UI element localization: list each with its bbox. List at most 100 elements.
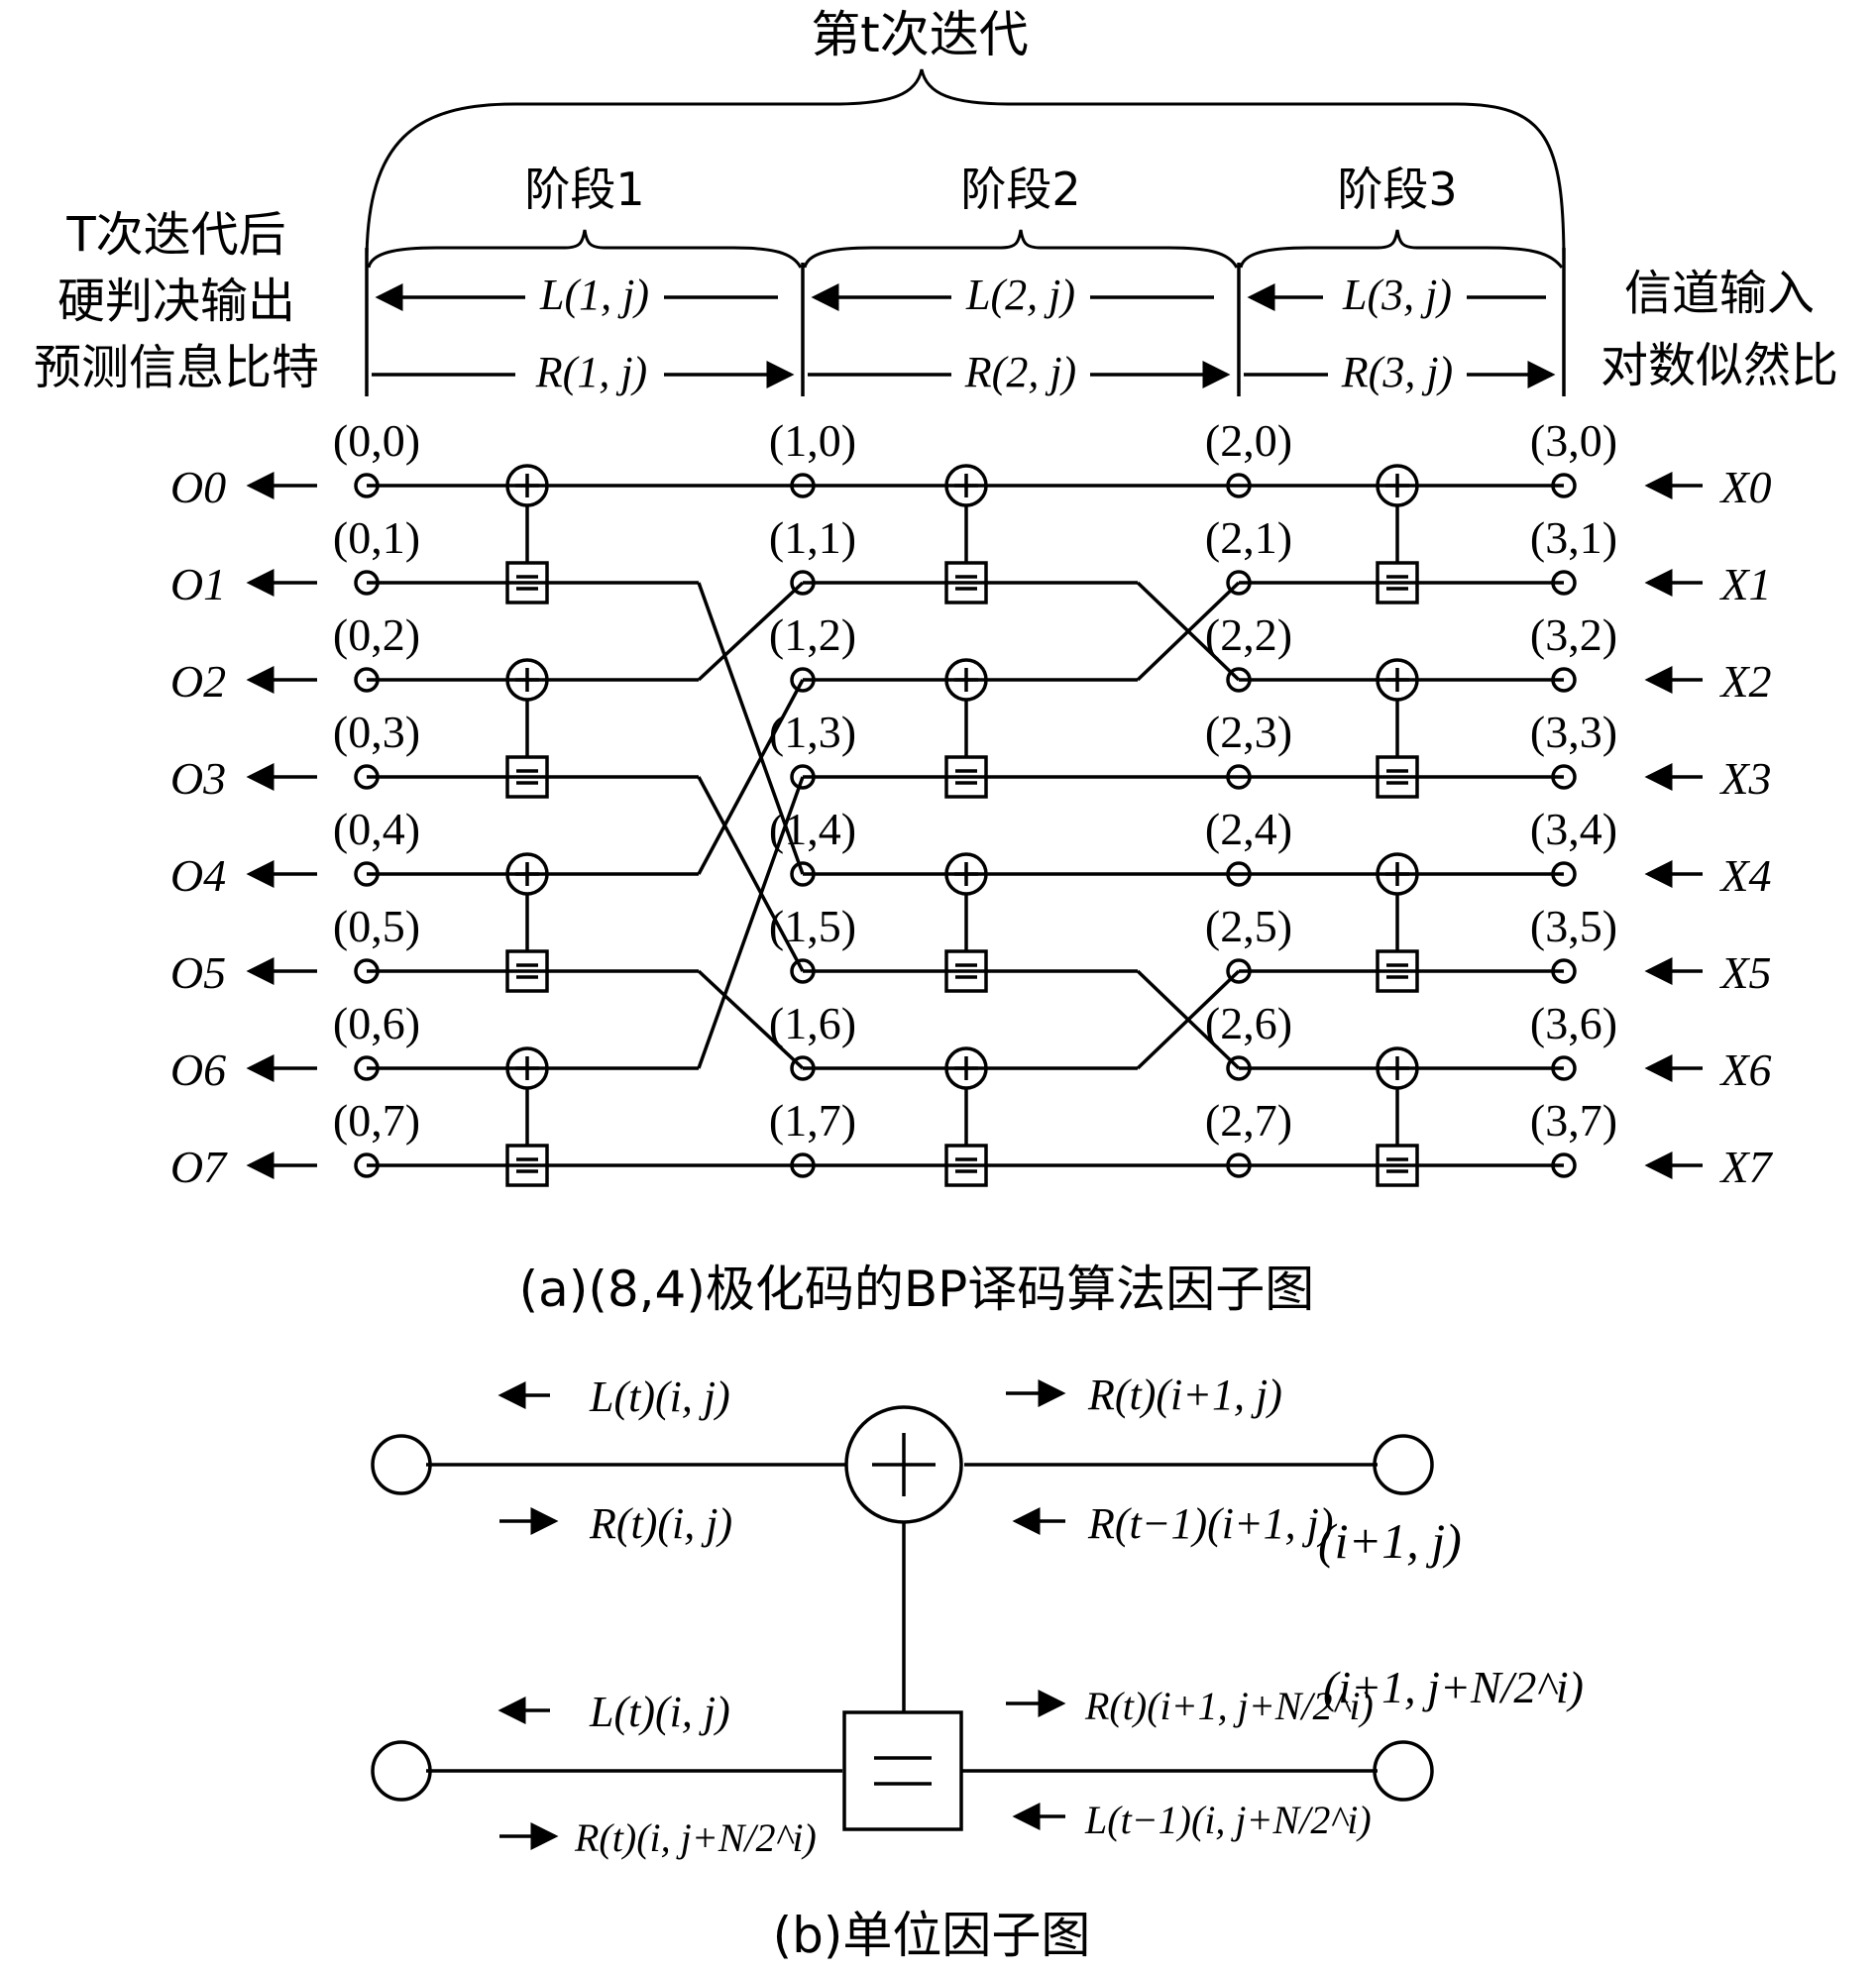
variable-node-0-1 <box>354 570 380 596</box>
variable-node-2-6 <box>1226 1055 1252 1081</box>
unit-node-top-right <box>1373 1434 1434 1495</box>
node-label-1-0: (1,0) <box>769 415 856 466</box>
node-label-2-1: (2,1) <box>1205 512 1292 563</box>
variable-node-0-6 <box>354 1055 380 1081</box>
variable-node-1-5 <box>790 958 816 984</box>
variable-node-3-0 <box>1551 473 1577 498</box>
variable-node-1-4 <box>790 861 816 887</box>
iteration-brace <box>365 68 1566 264</box>
eq-node-0-7 <box>505 1144 549 1187</box>
node-label-2-7: (2,7) <box>1205 1095 1292 1146</box>
node-label-3-5: (3,5) <box>1530 901 1617 951</box>
stage-2-brace <box>803 229 1239 269</box>
input-label-4: X4 <box>1718 850 1771 901</box>
node-label-1-2: (1,2) <box>769 609 856 660</box>
xor-node-2-0 <box>1376 464 1419 507</box>
node-label-3-1: (3,1) <box>1530 512 1617 563</box>
output-label-5: O5 <box>170 947 226 998</box>
variable-node-3-1 <box>1551 570 1577 596</box>
stage-2-link-2 <box>1136 581 1241 682</box>
right-text-line-2: 对数似然比 <box>1600 338 1838 393</box>
xor-node-0-0 <box>505 464 549 507</box>
unit-node-top-left <box>371 1434 432 1495</box>
variable-node-1-0 <box>790 473 816 498</box>
output-label-2: O2 <box>170 656 226 707</box>
output-label-6: O6 <box>170 1044 226 1095</box>
xor-node-1-2 <box>944 658 988 702</box>
node-label-1-5: (1,5) <box>769 901 856 951</box>
eq-node-2-7 <box>1376 1144 1419 1187</box>
node-label-3-3: (3,3) <box>1530 707 1617 757</box>
node-label-2-0: (2,0) <box>1205 415 1292 466</box>
unit-factor-graph: L(t)(i, j) R(t)(i, j) R(t)(i+1, j) R(t−1… <box>371 1371 1584 1860</box>
xor-node-0-6 <box>505 1046 549 1090</box>
left-text-line-2: 硬判决输出 <box>57 274 295 329</box>
caption-a: (a)(8,4)极化码的BP译码算法因子图 <box>519 1261 1315 1318</box>
node-label-0-4: (0,4) <box>333 804 420 854</box>
iteration-label: 第t次迭代 <box>811 6 1029 63</box>
stage-1-link-3 <box>697 776 805 972</box>
xor-node-2-6 <box>1376 1046 1419 1090</box>
stage-1-link-2 <box>697 581 805 682</box>
eq-node-2-5 <box>1376 949 1419 993</box>
stage-1-link-5 <box>697 969 805 1070</box>
input-label-1: X1 <box>1718 559 1771 609</box>
node-label-3-4: (3,4) <box>1530 804 1617 854</box>
variable-node-3-5 <box>1551 958 1577 984</box>
output-label-4: O4 <box>170 850 226 901</box>
eq-node-1-1 <box>944 561 988 604</box>
unit-equality-node <box>842 1710 963 1831</box>
unit-label-bottom-left-L: L(t)(i, j) <box>589 1688 730 1736</box>
stage-2-label: 阶段2 <box>960 163 1080 216</box>
node-label-0-5: (0,5) <box>333 901 420 951</box>
output-label-3: O3 <box>170 753 226 804</box>
variable-node-2-1 <box>1226 570 1252 596</box>
variable-node-1-6 <box>790 1055 816 1081</box>
xor-node-1-0 <box>944 464 988 507</box>
variable-node-0-2 <box>354 667 380 693</box>
unit-top-node-label: (i+1, j) <box>1318 1513 1462 1569</box>
node-label-2-3: (2,3) <box>1205 707 1292 757</box>
unit-label-bottom-right-R: R(t)(i+1, j+N/2^i) <box>1084 1684 1374 1728</box>
xor-node-0-4 <box>505 852 549 896</box>
node-label-3-6: (3,6) <box>1530 998 1617 1048</box>
node-label-0-2: (0,2) <box>333 609 420 660</box>
unit-label-top-right-R2: R(t−1)(i+1, j) <box>1087 1499 1334 1548</box>
node-label-3-2: (3,2) <box>1530 609 1617 660</box>
variable-node-2-5 <box>1226 958 1252 984</box>
L-label-3: L(3, j) <box>1342 271 1452 319</box>
output-label-1: O1 <box>170 559 226 609</box>
input-label-6: X6 <box>1718 1044 1771 1095</box>
xor-node-1-4 <box>944 852 988 896</box>
input-label-0: X0 <box>1718 462 1771 512</box>
variable-node-2-7 <box>1226 1152 1252 1178</box>
eq-node-2-3 <box>1376 755 1419 799</box>
stage-1-link-4 <box>697 679 805 875</box>
variable-node-0-4 <box>354 861 380 887</box>
R-label-2: R(2, j) <box>964 348 1076 396</box>
unit-label-bottom-right-L: L(t−1)(i, j+N/2^i) <box>1084 1798 1372 1842</box>
node-label-0-1: (0,1) <box>333 512 420 563</box>
variable-node-0-3 <box>354 764 380 790</box>
unit-label-top-left-L: L(t)(i, j) <box>589 1372 730 1421</box>
variable-node-3-6 <box>1551 1055 1577 1081</box>
unit-bottom-node-label: (i+1, j+N/2^i) <box>1323 1662 1584 1712</box>
variable-node-3-2 <box>1551 667 1577 693</box>
variable-node-2-0 <box>1226 473 1252 498</box>
node-label-1-3: (1,3) <box>769 707 856 757</box>
right-text-line-1: 信道输入 <box>1624 266 1815 321</box>
node-label-2-5: (2,5) <box>1205 901 1292 951</box>
input-label-7: X7 <box>1718 1142 1773 1192</box>
variable-node-1-3 <box>790 764 816 790</box>
variable-node-1-7 <box>790 1152 816 1178</box>
variable-node-3-7 <box>1551 1152 1577 1178</box>
xor-node-2-2 <box>1376 658 1419 702</box>
L-label-2: L(2, j) <box>965 271 1075 319</box>
R-label-3: R(3, j) <box>1341 348 1453 396</box>
node-label-3-7: (3,7) <box>1530 1095 1617 1146</box>
eq-node-1-7 <box>944 1144 988 1187</box>
variable-node-2-3 <box>1226 764 1252 790</box>
xor-node-0-2 <box>505 658 549 702</box>
eq-node-2-1 <box>1376 561 1419 604</box>
